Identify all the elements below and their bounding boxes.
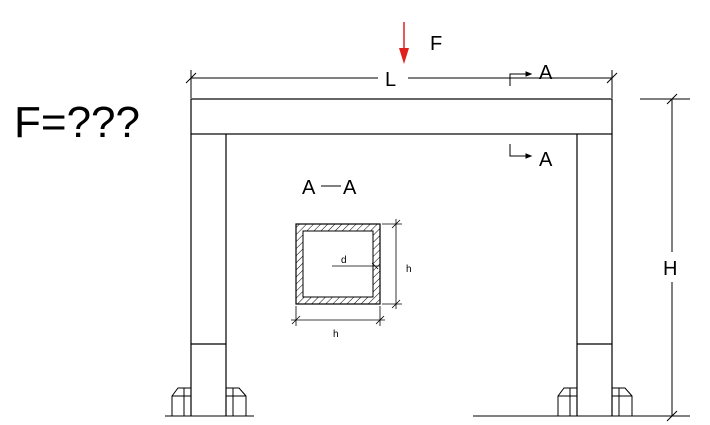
question-text: F=??? (14, 98, 140, 147)
section-width-dimension (291, 306, 385, 326)
beam (190, 98, 613, 135)
section-marker-top: A (539, 62, 553, 84)
span-dimension (185, 70, 618, 98)
right-column (576, 134, 613, 416)
load-label: F (430, 33, 442, 55)
right-base-plate (473, 387, 640, 417)
load-arrow (399, 22, 409, 64)
section-title-right: A (343, 177, 357, 199)
left-base-plate (165, 387, 254, 417)
span-label: L (385, 69, 396, 91)
wall-label: d (341, 255, 347, 266)
section-title-left: A (302, 177, 316, 199)
left-column (190, 134, 227, 416)
wall-thickness-dimension (332, 262, 380, 270)
section-marker-bottom: A (539, 149, 553, 171)
section-width-label: h (333, 329, 339, 340)
height-dimension (640, 93, 690, 422)
hollow-section (295, 223, 381, 305)
section-height-dimension (382, 219, 402, 309)
height-label: H (663, 258, 677, 280)
section-height-label: h (406, 264, 412, 275)
section-cut-bottom (509, 144, 533, 159)
section-cut-top (509, 71, 533, 86)
